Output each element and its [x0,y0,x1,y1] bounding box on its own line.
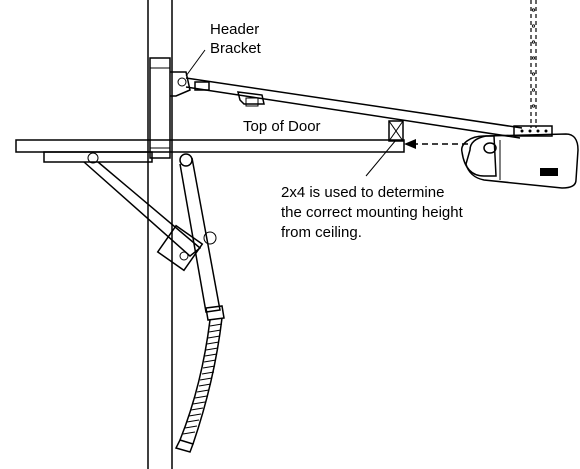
measurement-arrow [404,139,468,149]
opener-motor-unit [461,125,579,189]
header-bracket-label-line2: Bracket [210,40,262,57]
note-line-3: from ceiling. [281,224,362,241]
hanging-strap [530,0,537,128]
door-arm-spring [174,305,225,453]
2x4-block [388,120,404,142]
top-of-door-label: Top of Door [243,118,321,135]
door-brackets [43,151,217,272]
header-bracket-leader-line [185,49,206,77]
opener-rail [185,77,523,139]
header-bracket [170,71,191,97]
note-line-2: the correct mounting height [281,204,464,221]
note-line-1: 2x4 is used to determine [281,184,444,201]
header-bracket-label-line1: Header [210,21,259,38]
wall-post [147,0,173,469]
note-leader-line [365,139,397,177]
door-arm-straight [179,153,221,313]
door-top [15,139,405,153]
